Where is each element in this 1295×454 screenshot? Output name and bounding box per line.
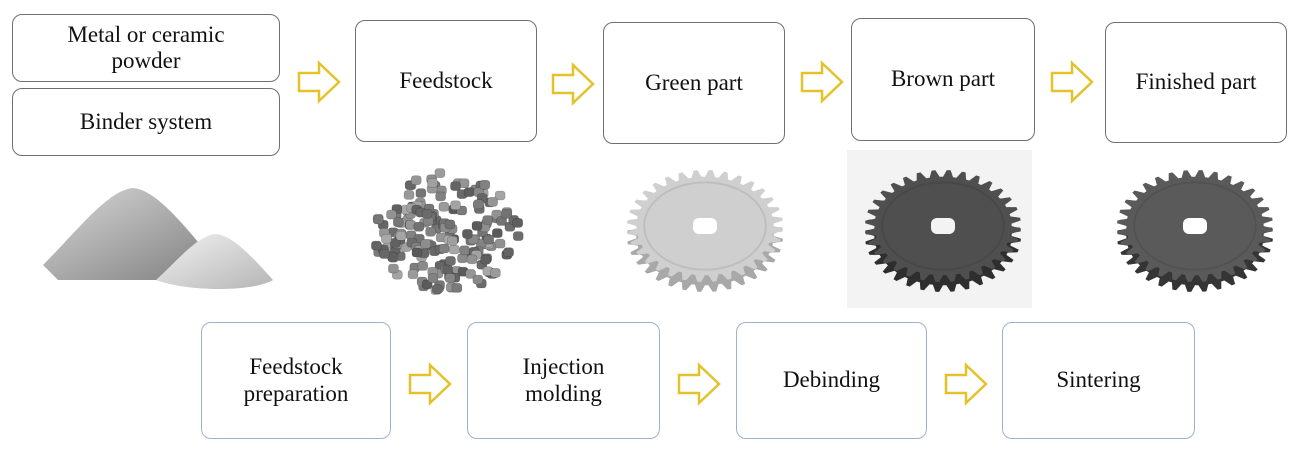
process-sintering-label: Sintering xyxy=(1056,367,1141,393)
arrow-icon xyxy=(551,62,595,106)
process-feedstock-preparation-label: Feedstock preparation xyxy=(243,354,349,406)
arrow-icon xyxy=(944,362,988,406)
binder-label: Binder system xyxy=(79,108,213,134)
process-debinding-box: Debinding xyxy=(736,322,927,439)
arrow-icon xyxy=(408,362,452,406)
green-part-gear-image xyxy=(627,170,783,292)
finished-part-gear-image xyxy=(1117,170,1273,292)
stage-finished-part-box: Finished part xyxy=(1105,22,1287,143)
stage-brown-part-label: Brown part xyxy=(890,66,996,92)
powder-label: Metal or ceramic powder xyxy=(67,21,225,73)
brown-part-gear-image xyxy=(865,170,1021,292)
feedstock-pellets-image xyxy=(371,168,524,295)
arrow-icon xyxy=(1050,60,1094,104)
process-feedstock-preparation-box: Feedstock preparation xyxy=(201,322,391,439)
stage-brown-part-box: Brown part xyxy=(851,18,1035,141)
binder-box: Binder system xyxy=(12,88,280,156)
process-injection-molding-box: Injection molding xyxy=(467,322,660,439)
arrow-icon xyxy=(677,362,721,406)
stage-finished-part-label: Finished part xyxy=(1135,69,1257,95)
stage-feedstock-label: Feedstock xyxy=(399,67,493,93)
powder-box: Metal or ceramic powder xyxy=(12,14,280,82)
process-debinding-label: Debinding xyxy=(782,367,881,393)
process-sintering-box: Sintering xyxy=(1002,322,1195,439)
stage-green-part-label: Green part xyxy=(645,69,743,95)
arrow-icon xyxy=(800,60,844,104)
powder-pile-image xyxy=(43,188,273,289)
stage-green-part-box: Green part xyxy=(603,22,785,144)
process-injection-molding-label: Injection molding xyxy=(522,354,605,406)
arrow-icon xyxy=(297,60,341,104)
stage-feedstock-box: Feedstock xyxy=(355,20,537,142)
